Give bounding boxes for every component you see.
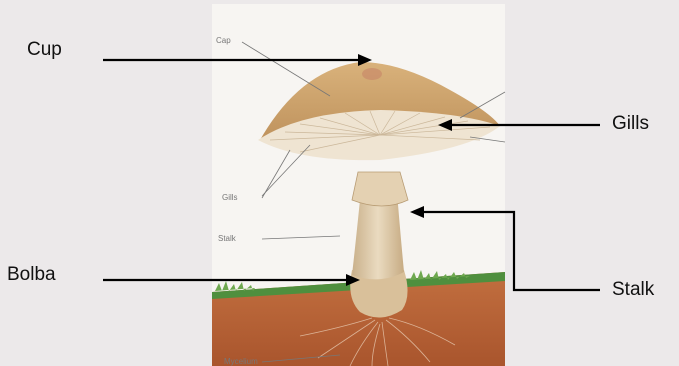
ring (352, 172, 408, 206)
label-cup: Cup (27, 39, 62, 61)
image-label-cap: Cap (216, 36, 231, 45)
image-label-gills: Gills (222, 193, 238, 202)
label-stalk: Stalk (612, 279, 654, 301)
label-bolba: Bolba (7, 264, 56, 286)
image-label-mycelium: Mycelium (224, 357, 258, 366)
image-label-stalk: Stalk (218, 234, 237, 243)
label-gills: Gills (612, 113, 649, 135)
